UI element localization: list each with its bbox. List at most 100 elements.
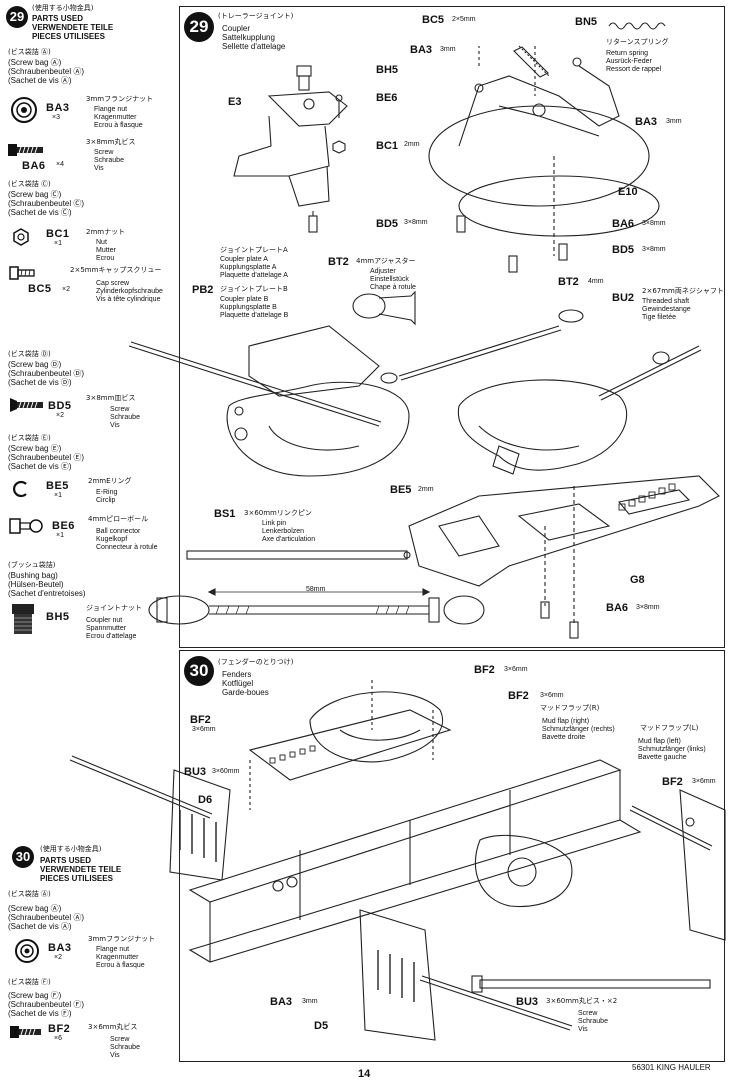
part-name-en: Screw — [94, 149, 114, 156]
part-code: BA6 — [22, 160, 46, 172]
label-ba6-size: 3×8mm — [636, 604, 660, 611]
bag-fr: (Sachet de vis Ⓕ) — [8, 1009, 72, 1018]
part-qty: ×1 — [56, 532, 64, 539]
label-bu3-ja: 3×60mm丸ビス・×2 — [546, 997, 618, 1005]
step-title-ja: (フェンダーのとりつけ) — [218, 658, 294, 666]
part-name-en: Coupler nut — [86, 617, 123, 624]
label-plate-a-de: Kupplungsplatte A — [220, 264, 277, 271]
label-bu3-fr: Vis — [578, 1026, 588, 1033]
part-code: BD5 — [48, 400, 72, 412]
part-name-ja: 2mmナット — [86, 228, 126, 236]
label-bu3-en: Screw — [578, 1010, 598, 1017]
part-code: BA3 — [48, 942, 72, 954]
part-name-de: Circlip — [96, 497, 116, 504]
part-qty: ×2 — [54, 954, 62, 961]
flange-nut-icon — [15, 939, 39, 963]
bag-en: (Screw bag Ⓐ) — [8, 58, 62, 67]
bag-en: (Screw bag Ⓐ) — [8, 904, 62, 913]
bag-fr: (Sachet de vis Ⓔ) — [8, 462, 72, 471]
label-bs1-ja: 3×60mmリンクピン — [244, 509, 312, 517]
label-be5: BE5 — [390, 484, 412, 496]
label-mud-flap-left-ja: マッドフラップ(L) — [640, 724, 699, 732]
part-qty: ×2 — [62, 286, 70, 293]
label-bu3: BU3 — [184, 766, 207, 778]
label-plate-b-fr: Plaquette d'attelage B — [220, 312, 289, 319]
label-mud-flap-left-en: Mud flap (left) — [638, 738, 681, 745]
label-bt2: BT2 — [558, 276, 579, 288]
part-name-ja: 3mmフランジナット — [86, 95, 154, 103]
part-name-fr: Ecrou — [96, 255, 115, 262]
label-ba3: BA3 — [270, 996, 293, 1008]
label-plate-a-en: Coupler plate A — [220, 256, 268, 263]
bag-de: (Schraubenbeutel Ⓐ) — [8, 913, 85, 922]
step-title-de: Sattelkupplung — [222, 33, 275, 42]
dimension-58mm: 58mm — [306, 586, 326, 593]
part-name-de: Schraube — [110, 414, 140, 421]
step-title-ja: (トレーラージョイント) — [218, 12, 294, 20]
step-title-fr: Garde-boues — [222, 688, 269, 697]
label-bd5: BD5 — [376, 218, 399, 230]
parts-header-fr: PIECES UTILISEES — [32, 32, 105, 41]
label-bf2-size: 3×6mm — [504, 666, 528, 673]
part-code: BA3 — [46, 102, 70, 114]
label-bc5-size: 2×5mm — [452, 16, 476, 23]
step-title-en: Coupler — [222, 24, 251, 33]
part-name-en: Flange nut — [94, 106, 128, 113]
fender-assembly-drawing — [69, 680, 726, 1041]
label-ba3-size: 3mm — [666, 118, 682, 125]
label-bs1-fr: Axe d'articulation — [262, 536, 316, 543]
part-name-fr: Vis — [94, 165, 104, 172]
part-name-en: E-Ring — [96, 489, 118, 496]
part-name-en: Cap screw — [96, 280, 130, 287]
label-bn5-en: Return spring — [606, 50, 649, 57]
label-bs1-en: Link pin — [262, 520, 287, 527]
part-name-ja: 3×8mm皿ビス — [86, 394, 136, 402]
step-badge-29: 29 — [6, 6, 28, 28]
cap-screw-icon — [9, 266, 35, 280]
label-bu2: BU2 — [612, 292, 635, 304]
label-bu2-de: Gewindestange — [642, 306, 691, 313]
label-bn5-ja: リターンスプリング — [606, 38, 669, 46]
part-name-ja: 3mmフランジナット — [88, 935, 156, 943]
label-bf2-size: 3×6mm — [540, 692, 564, 699]
label-bu2-en: Threaded shaft — [642, 298, 690, 305]
part-name-ja: ジョイントナット — [86, 604, 142, 612]
e-ring-icon — [13, 480, 27, 498]
label-bu3: BU3 — [516, 996, 539, 1008]
bag-ja: (ビス袋詰 Ⓐ) — [8, 890, 51, 898]
label-ba6: BA6 — [612, 218, 635, 230]
part-name-de: Mutter — [96, 247, 116, 254]
label-d5: D5 — [314, 1020, 329, 1032]
part-name-de: Kugelkopf — [96, 536, 128, 543]
step-title-en: Fenders — [222, 670, 252, 679]
bag-de: (Schraubenbeutel Ⓔ) — [8, 453, 85, 462]
label-be6: BE6 — [376, 92, 398, 104]
label-mud-flap-right-de: Schmutzfänger (rechts) — [542, 726, 615, 733]
part-code: BC1 — [46, 228, 70, 240]
bag-fr: (Sachet de vis Ⓓ) — [8, 378, 72, 387]
label-plate-b-ja: ジョイントプレートB — [220, 285, 288, 293]
part-qty: ×1 — [54, 240, 62, 247]
label-ba3-size: 3mm — [302, 998, 318, 1005]
label-bs1-de: Lenkerbolzen — [262, 528, 305, 535]
label-g8: G8 — [630, 574, 645, 586]
label-mud-flap-right-en: Mud flap (right) — [542, 718, 590, 725]
part-name-en: Screw — [110, 1036, 130, 1043]
label-mud-flap-right-fr: Bavette droite — [542, 734, 586, 741]
label-bu2-ja: 2×67mm両ネジシャフト — [642, 287, 724, 295]
bag-de: (Schraubenbeutel Ⓓ) — [8, 369, 85, 378]
label-bn5: BN5 — [575, 16, 598, 28]
label-bf2: BF2 — [662, 776, 683, 788]
part-name-de: Spannmutter — [86, 625, 127, 632]
label-bt2-size: 4mm — [588, 278, 604, 285]
screw-icon — [8, 144, 43, 156]
label-bc1: BC1 — [376, 140, 399, 152]
part-code: BH5 — [46, 611, 70, 623]
label-bt2-en: Adjuster — [370, 268, 396, 275]
part-code: BC5 — [28, 283, 52, 295]
label-mud-flap-left-de: Schmutzfänger (links) — [638, 746, 706, 753]
bag-fr: (Sachet d'entretoises) — [8, 589, 86, 598]
bag-ja: (ブッシュ袋詰) — [8, 561, 56, 569]
part-qty: ×1 — [54, 492, 62, 499]
label-plate-b-en: Coupler plate B — [220, 296, 269, 303]
